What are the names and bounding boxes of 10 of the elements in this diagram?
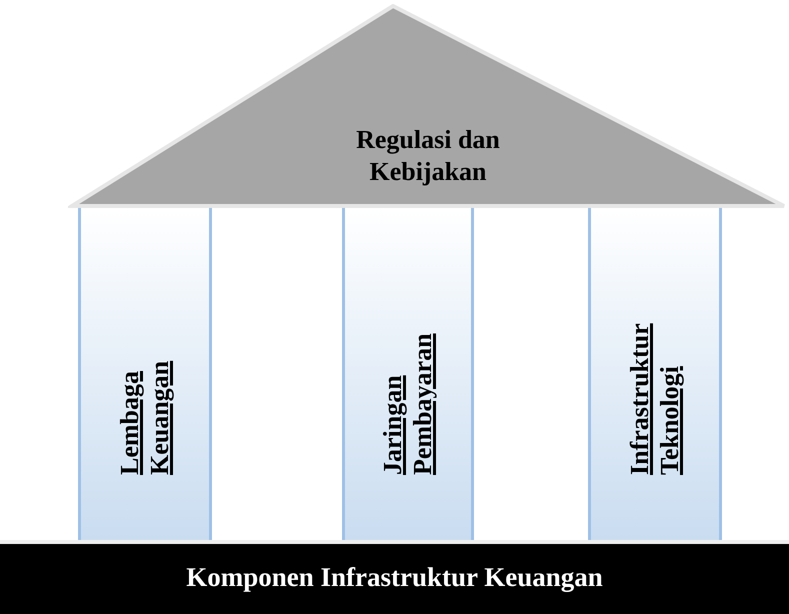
pillar-title: Lembaga Keuangan: [115, 359, 175, 474]
pillar-title: Jaringan Pembayaran: [378, 332, 438, 474]
pillar: [78, 208, 212, 541]
roof-triangle: [68, 4, 788, 210]
pillar: [342, 208, 474, 541]
pillar-title: Infrastruktur Teknologi: [625, 322, 685, 474]
base-bar: [0, 540, 789, 614]
roof-title: Regulasi dan Kebijakan: [355, 124, 501, 188]
pillar: [588, 208, 722, 541]
base-title: Komponen Infrastruktur Keuangan: [185, 562, 604, 593]
